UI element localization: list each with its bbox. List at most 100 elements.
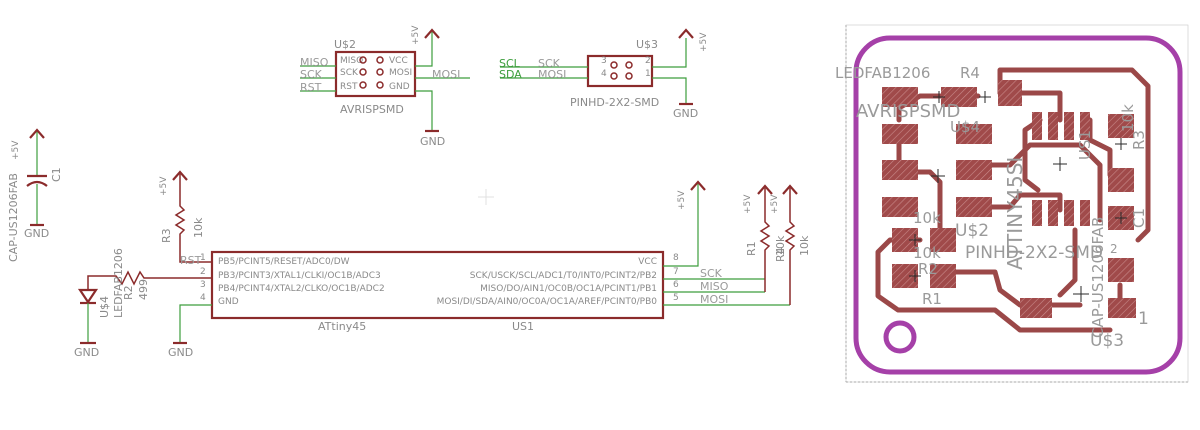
ic-gnd-label: GND — [168, 346, 193, 359]
pcb-label-r3: R3 — [1130, 130, 1148, 150]
pcb-label-u3: U$3 — [1090, 331, 1124, 351]
ic-num-8: 8 — [673, 253, 679, 263]
avrisp-pin-vcc: VCC — [389, 56, 408, 66]
capacitor-c1[interactable]: GND +5V C1 CAP-US1206FAB — [7, 128, 63, 262]
ic-vcc-arrow — [690, 180, 706, 191]
ic-net-mosi: MOSI — [700, 293, 728, 306]
pinhd-net-sck: SCK — [538, 57, 561, 70]
r1-name: R1 — [745, 241, 758, 256]
pcb-label-attiny: ATTINY45SI — [1003, 157, 1027, 270]
r4-value: 10k — [798, 235, 811, 256]
pinhd-pin-2: 2 — [645, 56, 651, 66]
r3-vcc-arrow — [172, 170, 188, 181]
ic-right-pin-5: MOSI/DI/SDA/AIN0/OC0A/OC1A/AREF/PCINT0/P… — [437, 297, 658, 307]
r3-value: 10k — [192, 217, 205, 238]
ic-num-5: 5 — [673, 293, 679, 303]
avrisp-pin-sck: SCK — [340, 68, 359, 78]
pinhd-net-mosi: MOSI — [538, 68, 566, 81]
attiny45-ic[interactable]: PB5/PCINT5/RESET/ADC0/DW PB3/PCINT3/XTAL… — [168, 180, 790, 359]
board-layout[interactable]: LEDFAB1206 R4 AVRISPSMD U$4 R3 ATTINY45S… — [835, 24, 1189, 383]
pinhd-pin-1: 1 — [645, 69, 651, 79]
c1-gnd-label: GND — [24, 227, 49, 240]
ic-left-pin-2: PB3/PCINT3/XTAL1/CLKI/OC1B/ADC3 — [218, 271, 381, 281]
ic-net-sck: SCK — [700, 267, 723, 280]
pcb-label-ledfab: LEDFAB1206 — [835, 64, 930, 82]
pinhd-vcc-arrow — [678, 28, 694, 39]
pinhd-vcc-label: +5V — [699, 32, 709, 52]
c1-vcc-arrow — [29, 128, 45, 139]
board-dimension — [845, 24, 1189, 383]
pcb-label-r1: R1 — [922, 290, 942, 308]
c1-name: C1 — [50, 167, 63, 182]
pcb-label-r2: R2 — [918, 260, 938, 278]
attiny45-body — [210, 250, 665, 320]
r4-name: R4 — [774, 247, 787, 262]
avrisp-name: U$2 — [334, 38, 356, 51]
led-gnd-label: GND — [74, 346, 99, 359]
resistor-r3[interactable]: +5V R3 10k RST — [159, 170, 212, 267]
pinhd-gnd-label: GND — [673, 107, 698, 120]
avrisp-body — [334, 50, 417, 98]
pinhd-body — [586, 54, 654, 88]
ic-net-rst: RST — [180, 254, 202, 267]
pinhd-pin-3: 3 — [601, 56, 607, 66]
avrisp-pin-rst: RST — [340, 82, 358, 92]
ic-device: ATtiny45 — [318, 320, 366, 333]
avrisp-net-sck: SCK — [300, 68, 323, 81]
ic-right-pin-7: SCK/USCK/SCL/ADC1/T0/INT0/PCINT2/PB2 — [470, 271, 657, 281]
avrisp-pin-gnd: GND — [389, 82, 410, 92]
pcb-label-pin1: 1 — [1138, 309, 1149, 329]
ic-right-pin-8: VCC — [638, 257, 657, 267]
r1-value: 10k — [774, 235, 787, 256]
ic-num-1: 1 — [200, 253, 206, 263]
avrisp-device: AVRISPSMD — [340, 103, 404, 116]
pinhd-net-scl: SCL — [499, 57, 521, 70]
mounting-hole — [883, 320, 917, 354]
resistor-r4[interactable]: +5V R4 10k — [770, 184, 811, 305]
avrisp-pin-mosi: MOSI — [389, 68, 412, 78]
ic-num-4: 4 — [200, 293, 206, 303]
c1-vcc-label: +5V — [11, 140, 21, 160]
pcb-label-u4: U$4 — [950, 118, 980, 136]
avrisp-net-miso: MISO — [300, 56, 329, 69]
r2-value: 499 — [137, 279, 150, 300]
pcb-label-avrisp: AVRISPSMD — [856, 101, 960, 122]
avrisp-header[interactable]: U$2 AVRISPSMD MISO SCK RST VCC MOSI GND … — [300, 25, 470, 148]
pinhd-device: PINHD-2X2-SMD — [570, 96, 659, 109]
r3-name: R3 — [160, 228, 173, 243]
ic-left-pin-1: PB5/PCINT5/RESET/ADC0/DW — [218, 257, 350, 267]
led-device: LEDFAB1206 — [112, 248, 125, 318]
led-and-r2[interactable]: GND U$4 LEDFAB1206 R2 499 — [74, 248, 212, 359]
ic-num-3: 3 — [200, 280, 206, 290]
ic-num-6: 6 — [673, 280, 679, 290]
pcb-label-r4: R4 — [960, 64, 980, 82]
ic-left-pin-3: PB4/PCINT4/XTAL2/CLKO/OC1B/ADC2 — [218, 284, 385, 294]
resistor-r1[interactable]: +5V R1 10k — [743, 184, 787, 292]
pcb-label-u2: U$2 — [955, 221, 989, 241]
pinhd-header[interactable]: U$3 PINHD-2X2-SMD 3 4 2 1 SCL SDA SCK MO… — [499, 28, 709, 120]
board-outline — [853, 35, 1183, 375]
pinhd-name: U$3 — [636, 38, 658, 51]
avrisp-gnd-label: GND — [420, 135, 445, 148]
pinhd-pin-4: 4 — [601, 69, 607, 79]
pcb-label-10k-b: 10k — [913, 244, 941, 262]
pcb-label-cap: CAP-US1206FAB — [1089, 217, 1107, 338]
avrisp-net-rst: RST — [300, 81, 322, 94]
copper-pads — [882, 80, 1136, 318]
ic-name: US1 — [512, 320, 534, 333]
c1-device: CAP-US1206FAB — [7, 173, 20, 262]
pinhd-net-sda: SDA — [499, 68, 522, 81]
pcb-label-10k-c: 10k — [1119, 104, 1137, 132]
pcb-label-us1: US1 — [1076, 130, 1094, 160]
pcb-label-10k-a: 10k — [913, 209, 941, 227]
component-origins — [909, 91, 1127, 302]
ic-left-pin-4: GND — [218, 297, 239, 307]
ic-num-7: 7 — [673, 267, 679, 277]
r4-vcc-arrow — [782, 184, 798, 195]
pcb-label-pinhd: PINHD-2X2-SMD — [965, 243, 1103, 263]
ic-net-miso: MISO — [700, 280, 729, 293]
led-name: U$4 — [98, 296, 111, 318]
avrisp-vcc-label: +5V — [411, 25, 421, 45]
